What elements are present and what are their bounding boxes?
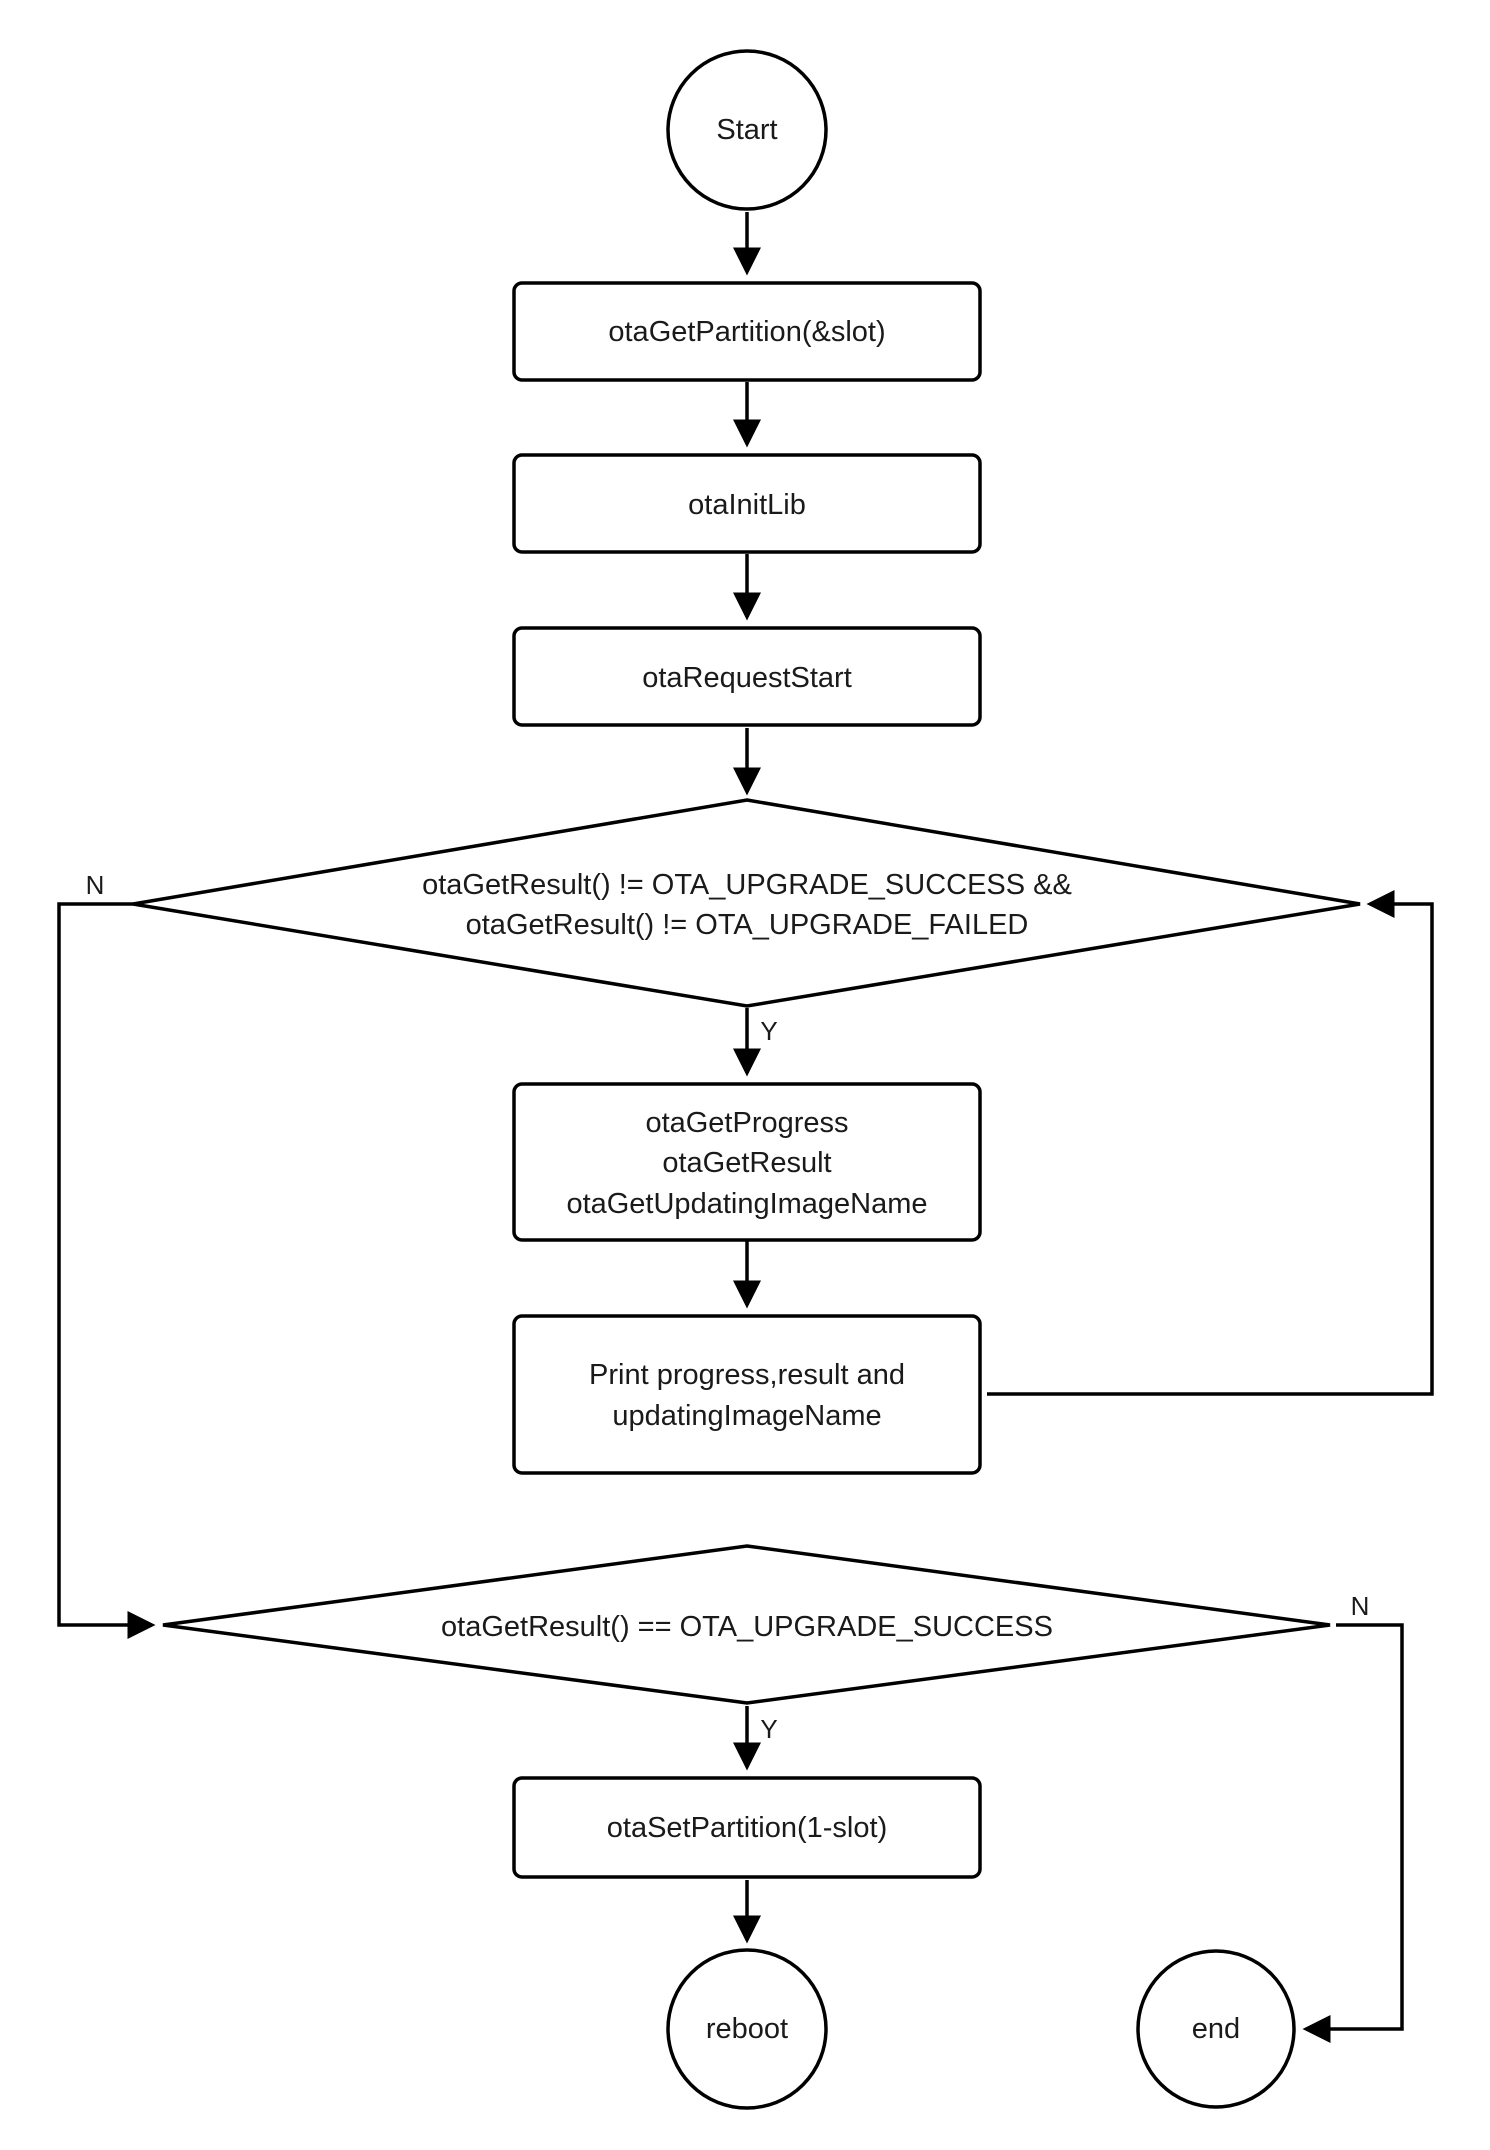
edge-labels: N Y N Y xyxy=(86,870,1370,1744)
loop-condition-decision: otaGetResult() != OTA_UPGRADE_SUCCESS &&… xyxy=(132,798,1361,1008)
success-condition-label: otaGetResult() == OTA_UPGRADE_SUCCESS xyxy=(441,1611,1053,1643)
set-partition-step: otaSetPartition(1-slot) xyxy=(512,1776,982,1879)
request-start-label: otaRequestStart xyxy=(642,662,852,694)
end-node: end xyxy=(1136,1949,1296,2109)
reboot-label: reboot xyxy=(706,2013,788,2045)
set-partition-label: otaSetPartition(1-slot) xyxy=(607,1812,887,1844)
loop-no-label: N xyxy=(86,870,105,900)
loop-condition-line1: otaGetResult() != OTA_UPGRADE_SUCCESS && xyxy=(422,869,1072,901)
print-line2: updatingImageName xyxy=(612,1400,881,1432)
arrow-print-loop-back xyxy=(987,890,1434,1396)
success-condition-decision: otaGetResult() == OTA_UPGRADE_SUCCESS xyxy=(162,1544,1331,1705)
arrow-success-no-to-end xyxy=(1302,1623,1404,2043)
get-partition-step: otaGetPartition(&slot) xyxy=(512,281,982,382)
end-label: end xyxy=(1192,2013,1240,2045)
start-label: Start xyxy=(716,114,777,146)
loop-condition-line2: otaGetResult() != OTA_UPGRADE_FAILED xyxy=(466,909,1029,941)
get-partition-label: otaGetPartition(&slot) xyxy=(608,316,885,348)
arrow-loop-no-to-success-condition xyxy=(57,902,156,1639)
reboot-node: reboot xyxy=(666,1948,828,2110)
connectors xyxy=(57,212,1434,2043)
request-start-step: otaRequestStart xyxy=(512,626,982,727)
loop-yes-label: Y xyxy=(760,1016,777,1046)
print-line1: Print progress,result and xyxy=(589,1359,905,1391)
get-status-line3: otaGetUpdatingImageName xyxy=(566,1188,927,1220)
print-step: Print progress,result and updatingImageN… xyxy=(512,1314,982,1475)
get-status-line1: otaGetProgress xyxy=(645,1107,848,1139)
success-yes-label: Y xyxy=(760,1714,777,1744)
start-node: Start xyxy=(666,49,828,211)
init-lib-label: otaInitLib xyxy=(688,489,806,521)
get-status-line2: otaGetResult xyxy=(662,1147,831,1179)
success-no-label: N xyxy=(1351,1591,1370,1621)
get-status-step: otaGetProgress otaGetResult otaGetUpdati… xyxy=(512,1082,982,1242)
init-lib-step: otaInitLib xyxy=(512,453,982,554)
